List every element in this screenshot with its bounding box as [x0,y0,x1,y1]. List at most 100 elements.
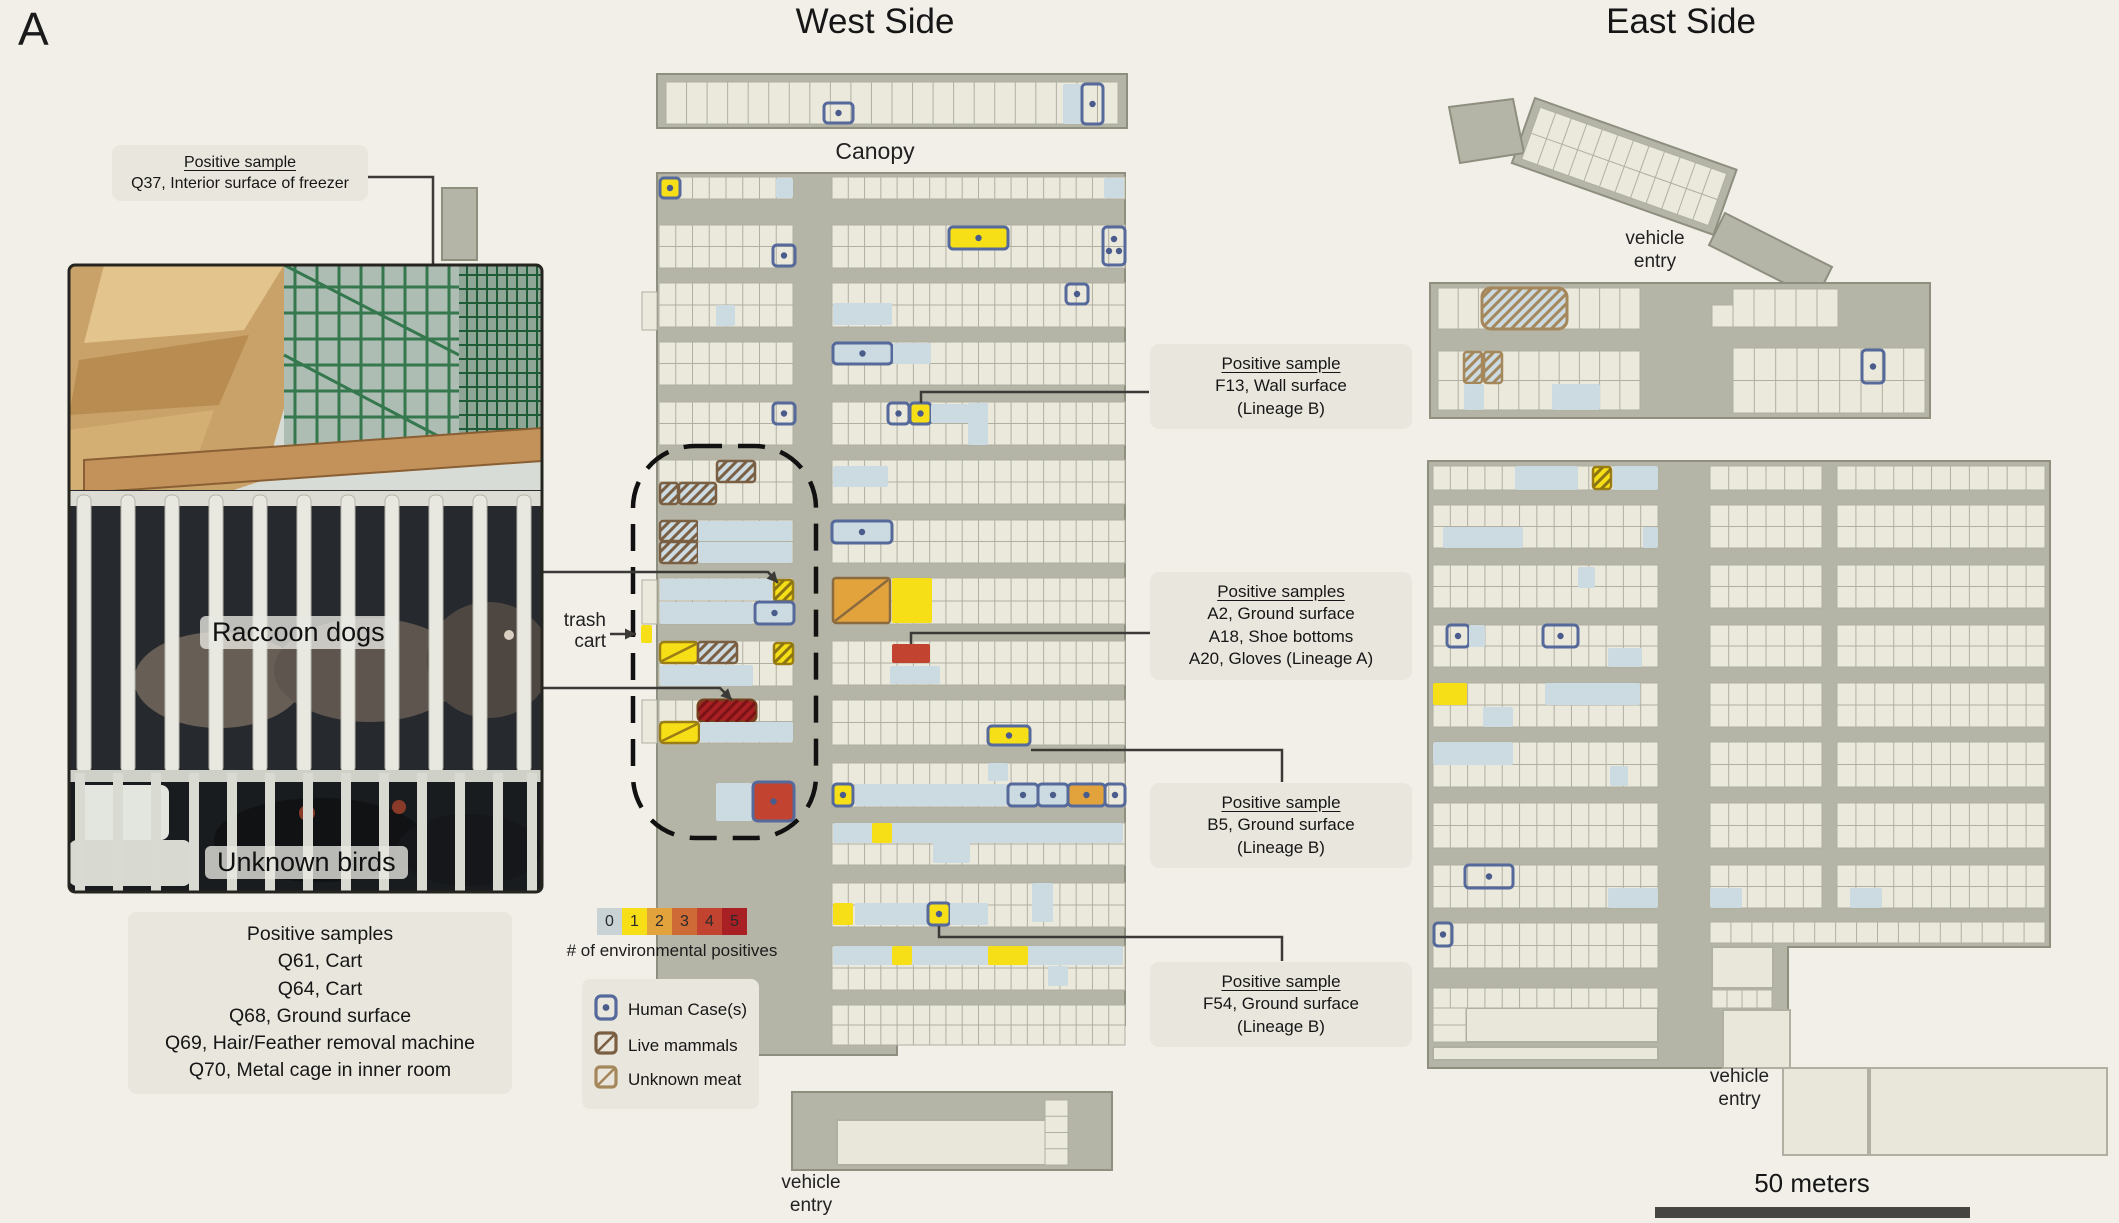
legend-item: Live mammals [594,1031,747,1060]
stall-cell-p1 [988,946,1028,965]
stall-cell-p1case [986,724,1032,747]
stall-cell-lb [1643,527,1658,548]
stall-cell-lb [1063,84,1082,124]
building-area [1447,97,1526,165]
legend-item-label: Live mammals [628,1035,738,1055]
stall-cell-lb [968,403,988,445]
vehicle-entry-label-west-bottom: vehicle entry [781,1172,841,1216]
callout-line: Q64, Cart [277,977,363,1000]
callout-f13: Positive sample F13, Wall surface(Lineag… [1150,344,1412,430]
stall-strip [1711,989,1773,1009]
callout-line: Q68, Ground surface [228,1004,412,1027]
stall-cell-lb [833,303,892,325]
scale-cell-0: 0 [597,908,622,935]
stall-strip [1709,921,2046,944]
scale-cell-5: 5 [722,908,747,935]
room-area [1432,1046,1659,1061]
stall-cell-p1diag [658,720,701,745]
stall-cell-caselb [831,341,894,366]
photo-caption-unknown-birds: Unknown birds [205,846,408,879]
stall-cell-case [1080,82,1105,126]
stall-strip [658,224,794,269]
stall-strip [1709,802,1823,849]
stall-cell-lb [890,666,940,684]
stall-cell-p1diag [658,640,700,665]
stall-cell-mam [658,540,700,565]
stall-strip [1836,802,2046,849]
stall-cell-lb [1433,742,1513,765]
stall-strip [831,1004,1126,1046]
stall-cell-p1case [947,225,1010,251]
scale-bar-label: 50 meters [1754,1168,1870,1198]
stall-cell-p1 [892,578,932,623]
stall-strip [1432,922,1659,969]
stall-strip [1836,741,2046,788]
stall-cell-lb [1610,766,1628,786]
stall-cell-lb [716,305,735,326]
stall-strip [641,699,658,744]
arrowhead [625,628,636,640]
stall-cell-lb [833,946,1123,965]
stall-cell-lb [893,343,931,364]
callout-line: Q70, Metal cage in inner room [188,1059,452,1082]
stall-cell-p1case [831,782,855,808]
positives-scale-caption: # of environmental positives [566,941,778,960]
stall-cell-case [1101,225,1127,267]
stall-cell-meat [1482,350,1504,385]
stall-cell-p1 [892,946,912,965]
stall-strip [1432,802,1659,849]
stall-cell-lb [660,665,753,686]
stall-cell-case [771,243,797,268]
arrowhead [766,571,778,583]
callout-line: (Lineage B) [1237,837,1325,857]
stall-cell-lb [1850,888,1882,908]
stall-cell-lb [833,466,888,487]
stall-cell-lb [988,763,1008,781]
vehicle-entry-label-east-top: vehicle entry [1625,228,1685,272]
stall-cell-p1case [926,901,952,927]
stall-cell-mam [715,459,757,484]
stall-cell-p1case [658,176,682,200]
stall-strip [1836,465,2046,491]
stall-strip [831,699,1126,746]
stall-cell-lb [1552,384,1600,410]
stall-strip [1709,564,1823,609]
stall-cell-lb [1443,527,1523,548]
scale-cell-2: 2 [647,908,672,935]
bird-cage-bars [75,773,537,892]
stall-strip [1732,347,1926,414]
stall-strip [1709,465,1823,491]
wood-beam [83,426,542,495]
stall-strip [1836,682,2046,728]
vehicle-entry-label-east-bottom: vehicle entry [1709,1066,1770,1110]
stall-cell-meat [1462,350,1484,385]
stall-cell-p5hatch [696,698,758,724]
stall-strip [1709,504,1823,549]
connector-line [937,926,1284,961]
stall-strip [1711,304,1734,328]
stall-cell-lb [698,521,792,541]
stall-strip [1709,624,1823,668]
connector-line [1031,748,1284,782]
stall-cell-lb [1032,883,1053,922]
stall-cell-lb [1515,466,1578,490]
photo-caption-raccoon-dogs: Raccoon dogs [200,616,397,649]
stall-strip [1836,624,2046,668]
stall-cell-mam [677,481,718,506]
stall-cell-p1case [908,401,933,426]
callout-line: (Lineage B) [1237,398,1325,418]
stall-cell-lb [1104,178,1124,198]
stall-cell-lb [1483,707,1513,727]
callout-line: A2, Ground surface [1207,604,1355,624]
callout-line: (Lineage B) [1237,1016,1325,1036]
room-area [1465,1007,1659,1043]
canopy-label: Canopy [835,138,915,164]
stall-cell-lb [933,825,970,863]
stall-cell-lb [950,903,988,925]
stall-strip [1432,564,1659,609]
callout-line: Q61, Cart [277,950,363,973]
connector-line [919,390,1149,403]
